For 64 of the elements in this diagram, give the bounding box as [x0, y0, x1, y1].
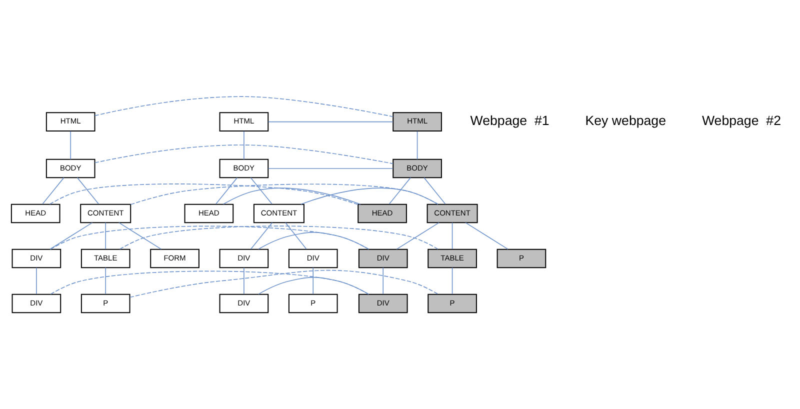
node-box: HEAD — [358, 204, 407, 224]
node-box: P — [496, 248, 546, 268]
node-box: DIV — [288, 248, 338, 268]
connector — [382, 267, 384, 294]
node-box: P — [80, 294, 130, 314]
connector — [416, 130, 418, 160]
connector — [250, 222, 273, 250]
node-box: HTML — [46, 112, 96, 132]
node-box: TABLE — [80, 248, 130, 268]
connector — [42, 177, 64, 204]
node-box: FORM — [150, 248, 200, 268]
node-box: HEAD — [184, 204, 234, 224]
connector — [452, 267, 453, 294]
node-box: HTML — [219, 112, 269, 132]
node-box: CONTENT — [253, 204, 304, 224]
connector — [50, 270, 370, 295]
connector — [119, 226, 439, 250]
connector — [50, 222, 93, 250]
connector — [268, 168, 394, 169]
node-box: DIV — [219, 248, 269, 268]
node-box: DIV — [358, 294, 408, 314]
connector — [250, 177, 272, 204]
connector — [130, 270, 439, 298]
node-box: P — [428, 294, 477, 314]
connector — [105, 222, 106, 250]
node-box: HEAD — [10, 204, 60, 224]
node-box: DIV — [358, 248, 408, 268]
connector — [105, 267, 106, 294]
node-box: DIV — [12, 248, 62, 268]
connector — [94, 144, 394, 164]
connector — [50, 226, 370, 250]
connector — [424, 177, 446, 204]
connector — [396, 222, 440, 250]
label: Webpage #2 — [702, 112, 782, 128]
node-box: DIV — [12, 294, 62, 314]
connector — [268, 121, 394, 122]
node-box: TABLE — [428, 248, 477, 268]
connector — [118, 222, 162, 250]
connector — [465, 222, 508, 250]
connector — [94, 96, 394, 118]
connector — [258, 276, 370, 295]
connector — [312, 267, 314, 294]
node-box: DIV — [219, 294, 269, 314]
connector — [49, 184, 359, 206]
connector — [216, 177, 238, 204]
label: Key webpage — [585, 112, 666, 128]
node-box: BODY — [46, 158, 96, 178]
connector — [285, 222, 307, 250]
connector — [300, 188, 438, 205]
connector — [70, 130, 72, 160]
connector — [36, 267, 37, 294]
node-box: BODY — [219, 158, 269, 178]
connector — [452, 222, 453, 250]
node-box: CONTENT — [426, 204, 478, 224]
connector — [388, 177, 411, 204]
node-box: HTML — [392, 112, 442, 132]
connector — [130, 184, 438, 205]
connector — [76, 177, 100, 204]
label: Webpage #1 — [470, 112, 550, 128]
node-box: P — [288, 294, 338, 314]
node-box: CONTENT — [80, 204, 132, 224]
connector — [223, 188, 361, 205]
connector — [258, 232, 370, 250]
node-box: BODY — [392, 158, 442, 178]
